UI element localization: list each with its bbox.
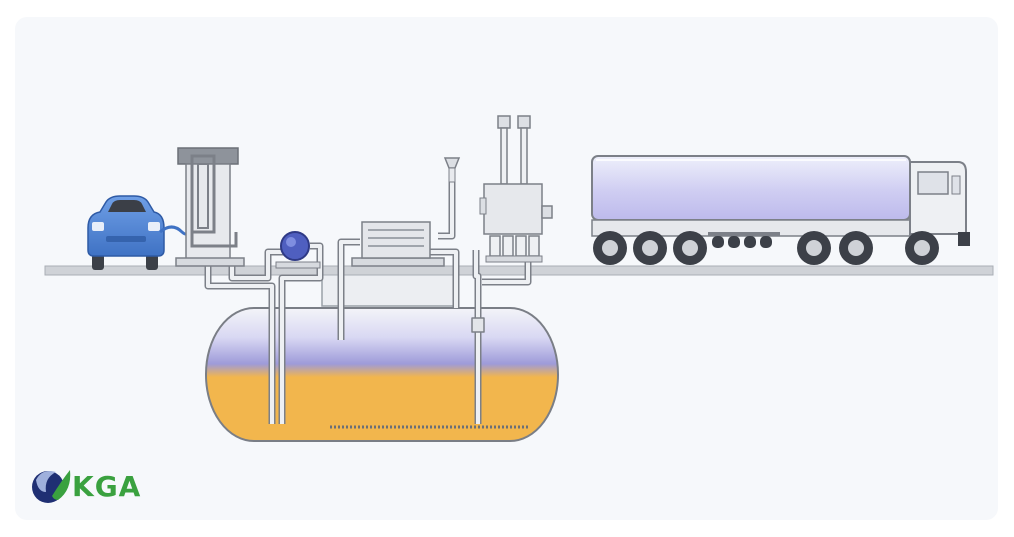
ground-line bbox=[44, 265, 994, 276]
vent-pipe-icon bbox=[443, 157, 461, 183]
underground-tank-icon bbox=[205, 307, 559, 442]
logo-text: KGA bbox=[72, 470, 142, 503]
truck-wheels bbox=[593, 231, 939, 265]
tanker-truck-icon bbox=[591, 155, 970, 265]
underground-pit bbox=[321, 269, 459, 307]
control-panel-icon bbox=[351, 221, 445, 267]
manifold-icon bbox=[479, 115, 553, 263]
car-icon bbox=[87, 195, 196, 270]
piping bbox=[204, 180, 532, 424]
fuel-dispenser-icon bbox=[175, 147, 245, 267]
pump-icon bbox=[275, 231, 321, 269]
kga-logo-mark bbox=[32, 470, 71, 503]
